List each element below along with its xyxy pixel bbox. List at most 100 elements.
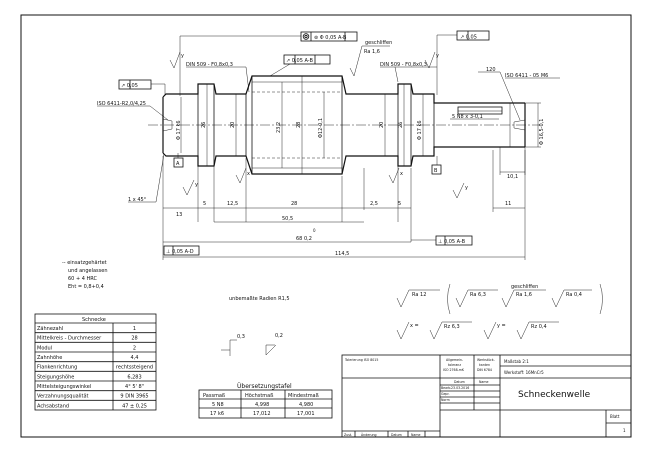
datum-b: B [434,168,438,174]
heat-line-3: 60 + 4 HRC [68,276,97,282]
worm-row-value: 4,4 [131,355,139,361]
tol-bottom-left: ⊥ 0,05 A-D [166,249,194,255]
worm-row-label: Achsabstand [37,403,69,409]
din-left-label: DIN 509 - F0,8x0,3 [186,62,233,68]
worm-row-value: 2 [133,345,136,351]
datum-a: A [176,161,180,167]
worm-row-label: Zahnhöhe [37,355,62,361]
tb-material: Werkstoff: 16MnCr5 [504,370,544,375]
svg-text:Name: Name [411,433,420,437]
worm-row-label: Modul [37,345,52,351]
fit-r1-c2: 17,001 [297,411,315,417]
fit-hdr-2: Mindestmaß [288,393,319,399]
tol-left: ↗ 0,05 [121,83,138,89]
svg-text:Zust.: Zust. [344,433,352,437]
dia-23: 23,2 [276,122,282,133]
ra16-top-label: Ra 1,6 [364,49,380,55]
worm-row-label: Flankenrichtung [37,365,77,371]
svg-text:Allgemein-: Allgemein- [446,358,463,362]
fit-r0-c2: 4,980 [299,402,313,408]
svg-text:x: x [400,171,403,177]
surf-ground: geschliffen [511,284,538,290]
tb-title: Schneckenwelle [518,390,591,400]
tol-bottom-right: ⊥ 0,05 A-B [438,239,466,245]
tb-tolerance: Tolerierung ISO 8015 [344,358,378,362]
svg-text:ISO 2768-mK: ISO 2768-mK [443,368,465,372]
tb-mass: Maßstab 2:1 [504,359,529,364]
worm-row-value: rechtssteigend [116,365,153,371]
svg-text:y: y [436,53,439,59]
svg-text:Datum: Datum [391,433,402,437]
chamfer-label: 1 x 45° [128,197,147,203]
dia-20-left: 20 [230,122,236,128]
fit-r0-c1: 4,998 [255,402,269,408]
notes: -- einsatzgehärtet und angelassen 60 + 4… [62,260,290,356]
len-0: 0 [313,228,316,233]
shaft-outline-bottom [162,146,525,175]
heat-line-2: und angelassen [68,268,108,274]
dia-16: Φ 16,5-0,1 [539,119,545,145]
worm-row-label: Mittelsteigungswinkel [37,384,91,390]
surface-spec: Ra 12 Ra 6,3 geschliffen Ra 1,6 Ra 0,4 x… [396,283,603,340]
dia-26-left: 26 [201,122,207,128]
svg-text:Blatt: Blatt [610,414,620,419]
svg-text:Werkstück-: Werkstück- [477,358,495,362]
surf-ra63: Ra 6,3 [470,292,486,298]
svg-text:Name: Name [479,380,488,384]
title-block: Tolerierung ISO 8015 Allgemein- toleranz… [341,354,632,438]
fit-table-title: Übersetzungstafel [237,383,292,390]
len-1145: 114,5 [335,251,349,257]
len-28: 28 [291,201,297,207]
svg-text:toleranz: toleranz [448,363,461,367]
tol-top-right: ↗ 0,05 [460,35,477,41]
ground-top-label: geschliffen [365,40,392,46]
surf-x-val: Rz 6,3 [444,324,460,330]
worm-row-label: Zähnezahl [37,326,63,332]
surf-y-eq: y = [497,323,506,329]
tol-top-center: ⊚ Φ 0,05 A-B [314,35,347,41]
svg-text:Norm: Norm [441,398,450,402]
svg-text:Datum: Datum [454,380,465,384]
dim-101: 10,1 [507,174,518,180]
dia-20-right: 20 [379,122,385,128]
worm-row-value: 9 DIN 3965 [120,394,148,400]
svg-text:y: y [465,185,468,191]
svg-text:x: x [247,171,250,177]
fit-r0-c0: 5 N8 [212,402,224,408]
dim-120: 120 [486,67,496,73]
len-505: 50,5 [282,216,293,222]
worm-row-label: Mittelkreis - Durchmesser [37,336,102,342]
worm-row-value: 4° 5' 8" [125,384,144,390]
iso-left-label: ISO 6411-R2,0/4,25 [97,101,146,107]
svg-text:1: 1 [623,428,626,433]
worm-row-value: 47 ± 0,25 [122,403,147,409]
svg-text:kanten: kanten [479,363,490,367]
surf-x-eq: x = [410,323,419,329]
len-11: 11 [505,201,511,207]
fit-r1-c0: 17 k6 [210,411,224,417]
surf-ra16: Ra 1,6 [516,292,532,298]
dia-26-right: 26 [398,122,404,128]
worm-row-label: Steigungshöhe [37,374,74,380]
worm-row-label: Verzahnungsqualität [37,394,89,400]
dia-28: 28 [296,122,302,128]
surf-ra12: Ra 12 [412,292,426,298]
worm-row-value: 6,283 [127,374,141,380]
svg-text:DIN 6784: DIN 6784 [477,368,492,372]
len-25: 2,5 [370,201,378,207]
svg-text:23.03.2016: 23.03.2016 [451,386,469,390]
top-annotations: ⊚ Φ 0,05 A-B ↗ 0,05 geschliffen Ra 1,6 D… [97,30,560,121]
svg-text:0,2: 0,2 [275,333,283,339]
len-13: 13 [176,212,182,218]
len-5b: 5 [398,201,401,207]
svg-text:Bearb.: Bearb. [441,386,451,390]
iso-right-label: ISO 6411 - 05 M6 [505,73,548,79]
din-right-label: DIN 509 - F0,8x0,3 [380,62,427,68]
fit-table: Übersetzungstafel Passmaß Höchstmaß Mind… [198,383,333,419]
fit-hdr-1: Höchstmaß [245,393,273,399]
heat-line-4: Eht = 0,8+0,4 [68,284,104,290]
svg-text:y: y [195,182,198,188]
len-5a: 5 [203,201,206,207]
